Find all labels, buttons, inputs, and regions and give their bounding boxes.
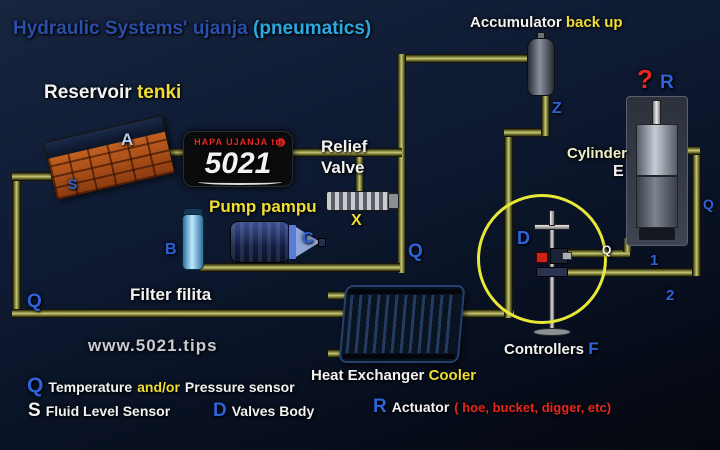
pump-motor: [230, 221, 290, 263]
question-mark: ?: [637, 64, 653, 94]
filter-canister: [182, 214, 204, 270]
cylinder-rod: [652, 100, 661, 126]
legend-q-row: Q Temperature and/or Pressure sensor: [27, 374, 295, 398]
relief-valve-label-line2: Valve: [321, 158, 365, 177]
heat-exchanger-bottom-rail: [342, 354, 456, 359]
accumulator-label-name: Accumulator: [470, 14, 562, 31]
pipe-top-horizontal: [397, 54, 549, 63]
marker-e: E: [613, 163, 624, 180]
legend-d-row: D Valves Body: [213, 400, 314, 422]
controllers-label-name: Controllers: [504, 341, 585, 358]
accumulator-label: Accumulator back up: [470, 14, 623, 31]
legend-r-letter: R: [373, 396, 387, 417]
pipe-relief-stem: [355, 157, 364, 195]
accumulator-label-swahili: back up: [565, 14, 623, 31]
legend-r-row: R Actuator ( hoe, bucket, digger, etc): [373, 396, 611, 418]
logo-tagline: HAPA UJANJA tu: [194, 137, 282, 147]
filter-label-name: Filter: [130, 285, 172, 304]
pipe-pump-horizontal: [200, 263, 400, 272]
controller-stand-base: [533, 328, 571, 336]
pipe-accumulator-stem: [541, 92, 550, 136]
marker-q-supply: Q: [408, 241, 423, 262]
heat-exchanger-label: Heat Exchanger Cooler: [311, 367, 476, 384]
cylinder-label: Cylinder: [567, 145, 628, 162]
logo-number: 5021: [204, 147, 272, 180]
reservoir-tank: [43, 115, 175, 200]
legend-q-letter: Q: [27, 374, 44, 397]
cylinder-barrel-upper: [636, 124, 678, 176]
legend-q-text-andor: and/or: [137, 379, 180, 395]
marker-q-return: Q: [27, 291, 42, 312]
logo-underline: [198, 179, 282, 185]
reservoir-label-swahili: tenki: [136, 82, 182, 103]
pipe-left-stub: [12, 172, 64, 181]
marker-x: X: [351, 212, 362, 229]
pipe-left-vertical: [12, 172, 21, 318]
page-title: Hydraulic Systems' ujanja (pneumatics): [13, 18, 371, 40]
filter-label: Filter filita: [130, 285, 211, 305]
page-title-main: Hydraulic Systems' ujanja: [13, 18, 248, 39]
marker-r-actuator: R: [660, 72, 674, 93]
pump-cone: [296, 227, 320, 257]
logo-5021: HAPA UJANJA tu 5021: [183, 131, 293, 187]
marker-q-cylinder-small: Q: [602, 243, 612, 257]
legend-r-text: Actuator: [391, 399, 450, 415]
relief-valve-endcap: [388, 193, 399, 209]
reservoir-label-name: Reservoir: [44, 82, 132, 103]
relief-valve-label: Relief Valve: [321, 136, 367, 178]
heat-exchanger-label-cooler: Cooler: [428, 367, 477, 384]
marker-a: A: [121, 130, 134, 149]
legend-q-text-pressure: Pressure sensor: [184, 379, 295, 395]
cylinder-bottom-cap: [639, 228, 675, 240]
legend-r-examples: ( hoe, bucket, digger, etc): [454, 400, 612, 415]
marker-c: C: [302, 230, 314, 247]
pipe-right-vertical: [692, 148, 701, 276]
pump-label-swahili: pampu: [260, 197, 317, 216]
pipe-accumulator-elbow: [504, 128, 550, 137]
reservoir-label: Reservoir tenki: [44, 82, 181, 104]
pipe-bottom-left: [12, 309, 348, 318]
marker-line-2: 2: [666, 287, 675, 304]
relief-valve-label-line1: Relief: [321, 137, 368, 156]
filter-label-swahili: filita: [176, 285, 212, 304]
cylinder-barrel-lower: [636, 176, 678, 228]
controllers-label: Controllers F: [504, 339, 599, 359]
legend-q-text-temperature: Temperature: [48, 379, 133, 395]
heat-exchanger-label-name: Heat Exchanger: [311, 367, 425, 384]
marker-s-tank: S: [68, 176, 78, 192]
legend-d-letter: D: [213, 400, 227, 421]
pipe-hex-stub-bottom: [328, 349, 346, 358]
pipe-supply-vertical: [397, 54, 406, 273]
pump-nozzle: [318, 238, 326, 247]
marker-b: B: [165, 241, 177, 258]
marker-f: F: [588, 339, 599, 358]
pump-label-name: Pump: [209, 197, 257, 216]
heat-exchanger-fins: [345, 295, 459, 353]
legend-d-text: Valves Body: [231, 403, 315, 419]
highlight-circle: [477, 194, 607, 324]
accumulator-bottle: [527, 38, 555, 96]
heat-exchanger-core: [338, 285, 466, 363]
watermark: www.5021.tips: [88, 336, 218, 355]
marker-q-right: Q: [703, 196, 714, 212]
pipe-hex-stub-top: [328, 291, 346, 300]
marker-z: Z: [552, 100, 562, 117]
legend-s-row: S Fluid Level Sensor: [28, 400, 170, 422]
relief-valve-body: [326, 191, 390, 211]
pipe-bottom-right: [456, 309, 514, 318]
page-title-accent: (pneumatics): [253, 18, 372, 39]
heat-exchanger-top-rail: [348, 289, 462, 294]
logo-red-dot: [276, 138, 285, 147]
pipe-cylinder-top-stub: [685, 146, 700, 155]
filter-cap: [184, 209, 202, 217]
marker-d: D: [517, 228, 530, 248]
pipe-cylinder-line2: [560, 268, 700, 277]
legend-s-letter: S: [28, 400, 41, 421]
marker-line-1: 1: [650, 252, 659, 269]
legend-s-text: Fluid Level Sensor: [45, 403, 171, 419]
pump-label: Pump pampu: [209, 197, 317, 217]
